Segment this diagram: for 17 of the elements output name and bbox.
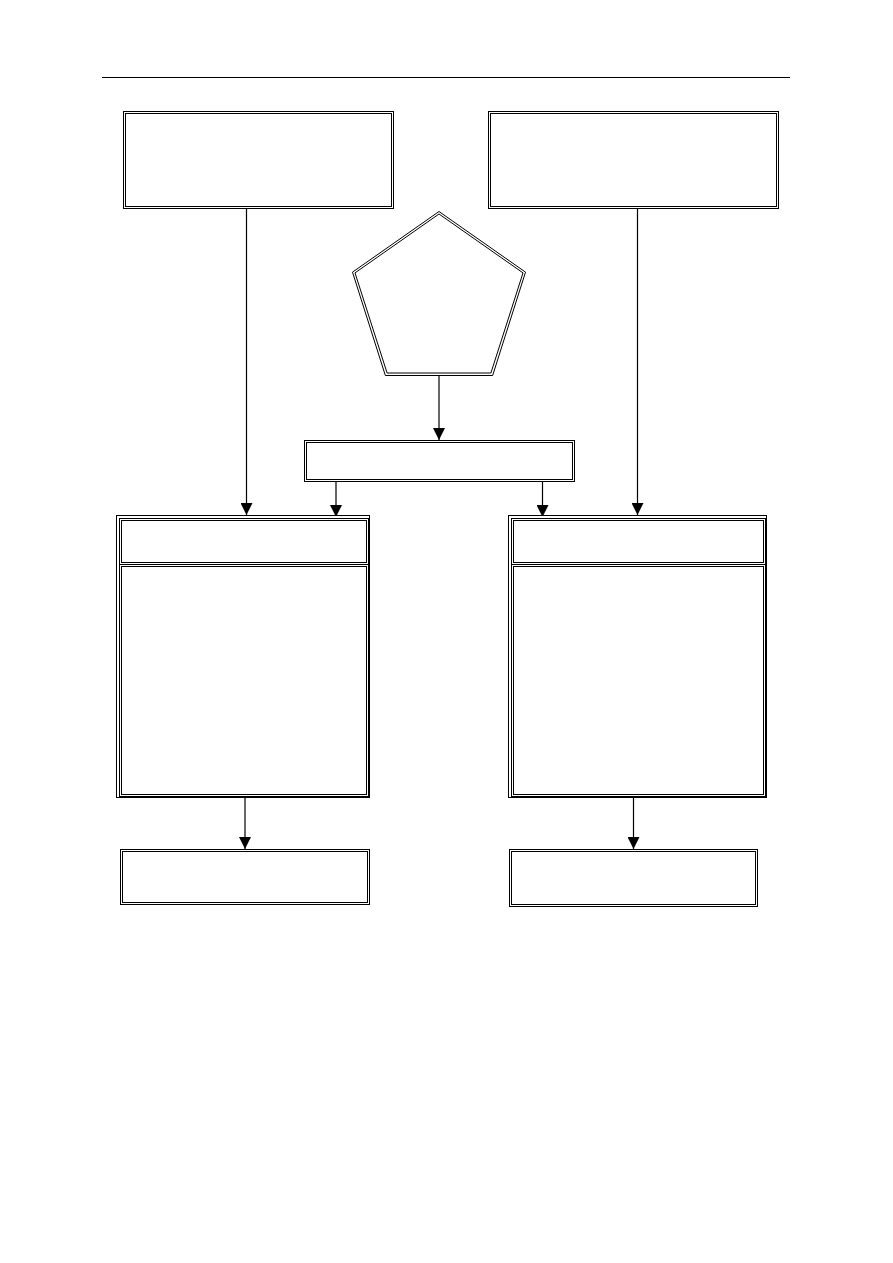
arrow bbox=[240, 208, 253, 516]
pentagon-shape bbox=[352, 211, 526, 376]
section-box bbox=[119, 518, 369, 565]
frame-box bbox=[508, 515, 767, 798]
section-box bbox=[511, 518, 766, 565]
process-box bbox=[123, 111, 394, 209]
process-box bbox=[509, 849, 758, 907]
arrow bbox=[627, 797, 640, 850]
arrow bbox=[239, 797, 251, 850]
section-box bbox=[511, 564, 766, 797]
process-box bbox=[304, 440, 575, 482]
section-box bbox=[119, 564, 369, 797]
arrow bbox=[433, 375, 445, 441]
process-box bbox=[488, 111, 779, 209]
process-box bbox=[120, 849, 370, 905]
frame-box bbox=[116, 515, 370, 798]
arrow bbox=[631, 208, 644, 516]
